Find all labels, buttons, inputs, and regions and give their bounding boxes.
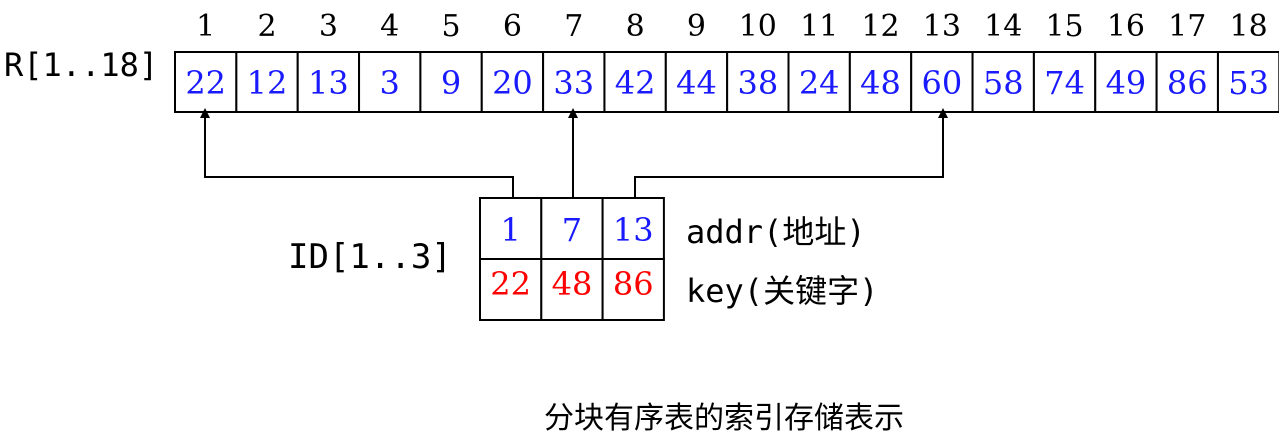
index-addr-value: 13 [613, 211, 654, 249]
array-index-label: 9 [687, 9, 706, 44]
array-cell-value: 12 [247, 64, 288, 102]
array-index-label: 15 [1045, 9, 1083, 44]
array-index-label: 6 [503, 9, 522, 44]
array-cell-value: 49 [1106, 64, 1147, 102]
index-addr-cell [540, 197, 604, 260]
array-index-label: 3 [319, 9, 338, 44]
array-cell [603, 51, 667, 113]
array-cell-value: 33 [553, 64, 594, 102]
array-index-label: 8 [626, 9, 645, 44]
array-cell-value: 13 [308, 64, 349, 102]
array-cell-value: 3 [380, 64, 400, 102]
array-index-label: 13 [923, 9, 961, 44]
array-cell-value: 24 [799, 64, 840, 102]
index-addr-cell [601, 197, 665, 260]
array-index-label: 14 [984, 9, 1022, 44]
array-cell-value: 53 [1228, 64, 1269, 102]
index-table: 1 7 13 22 48 86 [479, 197, 665, 321]
array-cell [1216, 51, 1279, 113]
array-cell-value: 86 [1167, 64, 1208, 102]
pointer-block-3 [634, 108, 948, 198]
array-index-label: 10 [739, 9, 777, 44]
array-cell [1155, 51, 1219, 113]
array-cell [235, 51, 299, 113]
index-key-value: 22 [490, 265, 531, 303]
array-index-label: 18 [1230, 9, 1268, 44]
pointer-block-1 [200, 108, 514, 198]
diagram-caption: 分块有序表的索引存储表示 [544, 401, 904, 436]
array-index-label: 5 [442, 9, 461, 44]
array-cell-value: 38 [737, 64, 778, 102]
array-cell [296, 51, 361, 113]
array-index-label: 12 [861, 9, 899, 44]
array-cell-value: 42 [615, 64, 656, 102]
array-cell [664, 51, 729, 113]
index-key-cell [479, 258, 543, 321]
array-cell-value: 60 [922, 64, 963, 102]
index-addr-cell [479, 197, 543, 260]
index-table-label: ID[1..3] [288, 237, 452, 277]
array-cell-value: 48 [860, 64, 901, 102]
array-cells: 22 12 13 3 9 20 33 42 44 38 24 48 60 58 74 49 86 53 [174, 51, 1279, 113]
array-cell-value: 22 [185, 64, 226, 102]
index-addr-value: 7 [562, 211, 582, 249]
index-key-cell [540, 258, 604, 321]
index-key-cell [601, 258, 665, 321]
array-index-label: 16 [1107, 9, 1145, 44]
array-cell [848, 51, 913, 113]
array-cell-value: 74 [1044, 64, 1085, 102]
array-cell [174, 51, 238, 113]
index-key-value: 48 [552, 265, 593, 303]
array-index-label: 11 [800, 9, 838, 44]
index-addr-value: 1 [500, 211, 520, 249]
array-cell [1094, 51, 1158, 113]
array-cell [419, 51, 483, 113]
index-pointers [200, 108, 948, 198]
array-index-label: 1 [196, 9, 215, 44]
array-index-label: 17 [1168, 9, 1206, 44]
array-cell-value: 9 [441, 64, 461, 102]
array-index-label: 4 [380, 9, 399, 44]
array-cell-value: 44 [676, 64, 717, 102]
array-label: R[1..18] [4, 46, 158, 84]
array-cell-value: 20 [492, 64, 533, 102]
array-cell [480, 51, 545, 113]
array-index-label: 7 [564, 9, 583, 44]
array-cell [971, 51, 1035, 113]
array-index-label: 2 [257, 9, 276, 44]
array-cell-value: 58 [983, 64, 1024, 102]
index-key-value: 86 [613, 265, 654, 303]
addr-row-label: addr(地址) [686, 213, 866, 251]
key-row-label: key(关键字) [686, 272, 878, 310]
array-cell [726, 51, 790, 113]
